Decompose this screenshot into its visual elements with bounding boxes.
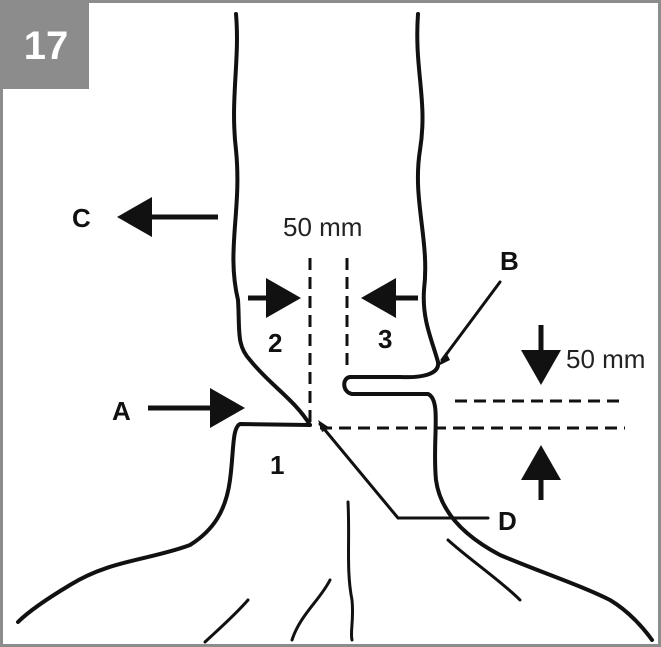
cut-ledge-left [16,422,312,624]
label-1: 1 [270,450,284,480]
root-line-left [290,578,332,642]
trunk-right-outline [415,12,440,364]
label-2: 2 [268,328,282,358]
label-3: 3 [378,324,392,354]
measurement-right: 50 mm [566,344,645,374]
label-b: B [500,246,519,276]
label-c: C [72,203,91,233]
figure-number-badge: 17 [3,3,89,89]
leader-d-tip [318,420,330,432]
label-a: A [112,396,131,426]
trunk-left-outline [231,12,312,427]
root-line-center [346,500,355,642]
leader-line-d [318,422,490,520]
branch-collar-right [342,360,654,642]
leader-b-tip [438,352,450,366]
root-line-left2 [203,598,250,644]
measurement-top: 50 mm [283,212,362,242]
label-d: D [498,506,517,536]
leader-line-b [440,280,502,362]
root-line-right [446,538,522,602]
